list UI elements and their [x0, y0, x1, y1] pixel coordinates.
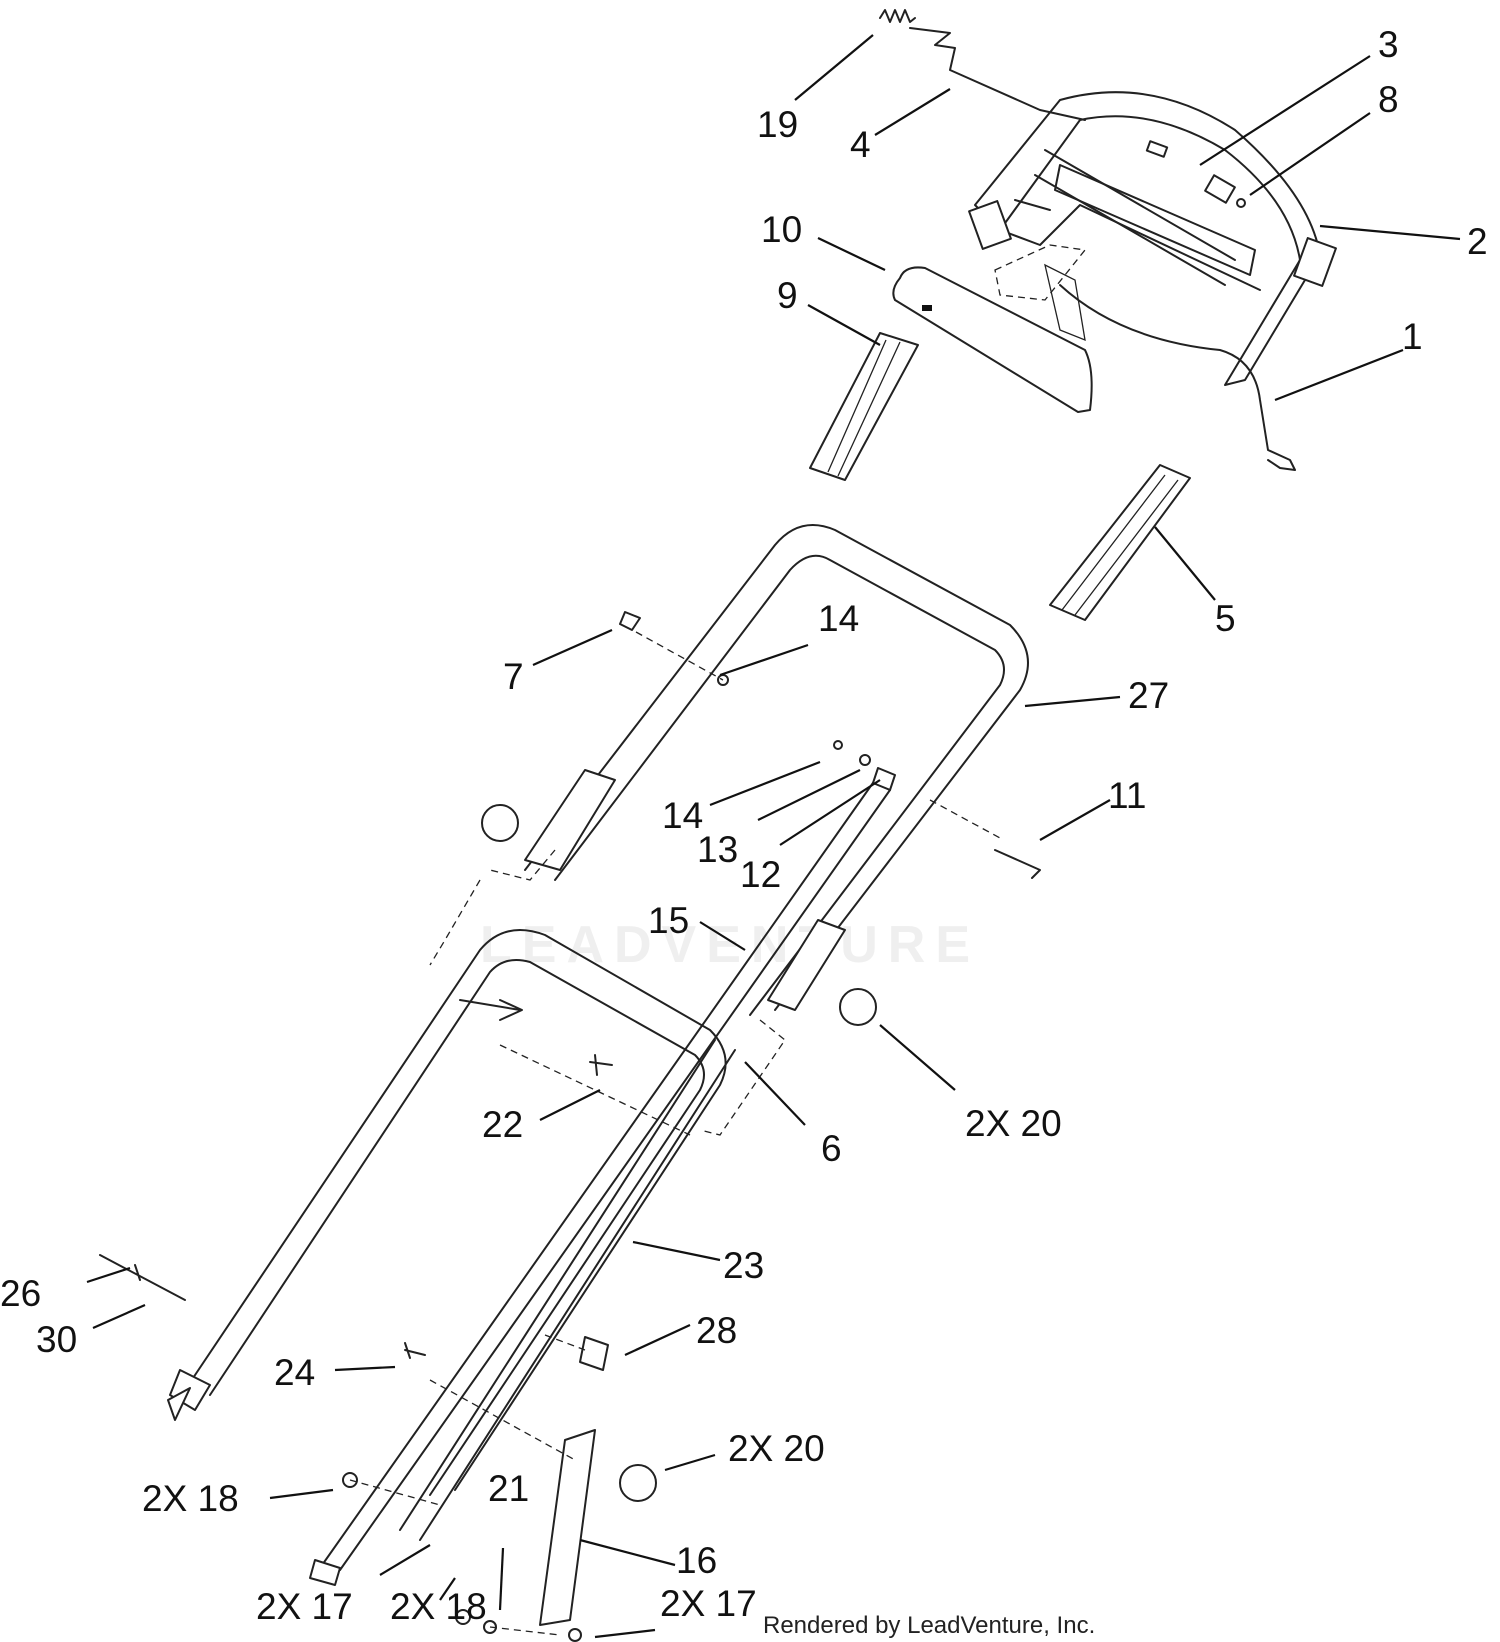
callout-17-right: 2X 17	[660, 1583, 757, 1624]
rod-part-15	[319, 779, 891, 1571]
tube-part-23	[399, 1039, 736, 1541]
callout-13: 13	[697, 829, 739, 870]
callout-10: 10	[761, 209, 803, 250]
callout-6: 6	[821, 1128, 842, 1169]
cover-plate-part-10	[892, 266, 1093, 413]
rod-part-4	[909, 27, 1086, 121]
control-bar-part	[968, 91, 1337, 386]
callout-16: 16	[676, 1540, 718, 1581]
callout-14-upper: 14	[818, 598, 860, 639]
spring-part-19	[879, 9, 916, 23]
strip-part-5	[1049, 464, 1191, 621]
callout-1: 1	[1402, 316, 1423, 357]
callout-7: 7	[503, 656, 524, 697]
callout-15: 15	[648, 900, 690, 941]
cable-part-1	[1059, 284, 1296, 471]
callout-4: 4	[850, 124, 871, 165]
callout-30: 30	[36, 1319, 78, 1360]
strip-part-9	[809, 332, 919, 481]
callout-23: 23	[723, 1245, 765, 1286]
credit-text: Rendered by LeadVenture, Inc.	[763, 1612, 1096, 1639]
knob-part-20	[481, 804, 877, 1502]
callout-21: 21	[488, 1468, 530, 1509]
callout-17-left: 2X 17	[256, 1586, 353, 1627]
callout-8: 8	[1378, 79, 1399, 120]
callout-20-upper: 2X 20	[965, 1103, 1062, 1144]
alignment-lines	[349, 244, 1087, 1636]
leader-lines	[86, 34, 1461, 1639]
callout-26: 26	[0, 1273, 42, 1314]
callout-24: 24	[274, 1352, 316, 1393]
callout-9: 9	[777, 275, 798, 316]
callout-18-left: 2X 18	[142, 1478, 239, 1519]
callout-18-bottom: 2X 18	[390, 1586, 487, 1627]
callout-12: 12	[740, 854, 782, 895]
bracket-part-16	[539, 1429, 596, 1626]
callout-3: 3	[1378, 24, 1399, 65]
callout-28: 28	[696, 1310, 738, 1351]
callout-14-lower: 14	[662, 795, 704, 836]
callout-27: 27	[1128, 675, 1170, 716]
hardware-parts	[99, 611, 1041, 1642]
callout-22: 22	[482, 1104, 524, 1145]
callout-2: 2	[1467, 221, 1488, 262]
callout-5: 5	[1215, 598, 1236, 639]
callout-20-lower: 2X 20	[728, 1428, 825, 1469]
lower-handle-part-6	[184, 929, 727, 1496]
callout-11: 11	[1108, 775, 1147, 816]
upper-handle-part-27	[524, 524, 1029, 1016]
callout-19: 19	[757, 104, 799, 145]
